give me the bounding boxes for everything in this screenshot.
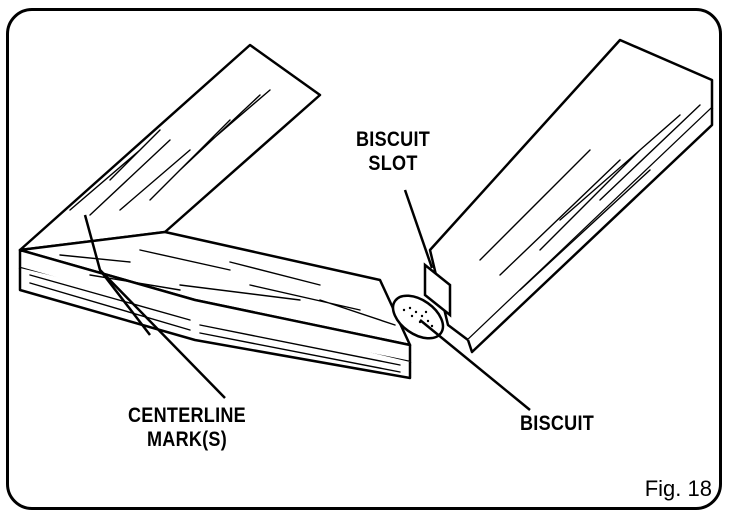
- centerline-label-line1: CENTERLINE: [128, 404, 246, 427]
- biscuit-slot: [423, 262, 452, 318]
- left-board-upright: [18, 43, 322, 252]
- biscuit-slot-label-line1: BISCUIT: [356, 128, 431, 151]
- biscuit-slot-label: BISCUIT SLOT: [356, 128, 430, 176]
- biscuit-texture: [402, 306, 434, 328]
- slot-leader: [403, 189, 434, 269]
- biscuit-label: BISCUIT: [520, 412, 595, 435]
- centerline-leader: [99, 269, 226, 399]
- centerline-label-line2: MARK(S): [146, 428, 228, 451]
- wood-grain: [29, 89, 701, 373]
- biscuit-slot-label-line2: SLOT: [368, 152, 418, 175]
- right-board: [428, 38, 714, 342]
- biscuit-leader: [419, 319, 531, 411]
- figure-caption: Fig. 18: [644, 476, 712, 501]
- centerline-marks-label: CENTERLINE MARK(S): [128, 404, 246, 452]
